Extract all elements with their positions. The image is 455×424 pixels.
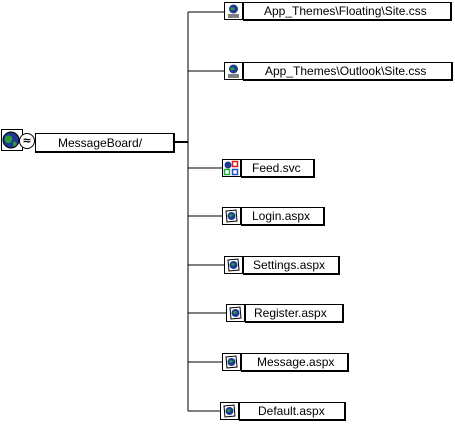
web-page-icon bbox=[226, 304, 245, 322]
node-label: App_Themes\Floating\Site.css bbox=[264, 4, 427, 18]
root-node-label: MessageBoard/ bbox=[58, 136, 143, 150]
web-page-icon bbox=[224, 256, 243, 274]
stylesheet-icon bbox=[224, 62, 243, 80]
service-icon bbox=[222, 159, 241, 177]
node-label: Login.aspx bbox=[252, 209, 311, 223]
node-box bbox=[245, 304, 344, 323]
node-label: Message.aspx bbox=[257, 355, 335, 369]
node-box bbox=[241, 207, 325, 226]
node-label: App_Themes\Outlook\Site.css bbox=[265, 64, 427, 78]
web-page-icon bbox=[220, 402, 239, 420]
web-folder-icon bbox=[1, 129, 23, 151]
collapse-icon[interactable]: ≈ bbox=[19, 133, 35, 149]
node-box bbox=[241, 159, 315, 178]
node-label: Settings.aspx bbox=[253, 258, 326, 272]
node-label: Default.aspx bbox=[258, 404, 325, 418]
web-page-icon bbox=[222, 353, 241, 371]
node-label: Feed.svc bbox=[252, 161, 301, 175]
node-box bbox=[241, 353, 349, 372]
node-label: Register.aspx bbox=[254, 306, 327, 320]
node-box bbox=[243, 2, 452, 21]
node-box bbox=[243, 62, 453, 81]
node-box bbox=[239, 402, 346, 421]
root-node-box bbox=[35, 133, 175, 153]
node-box bbox=[243, 256, 340, 275]
web-page-icon bbox=[222, 207, 241, 225]
stylesheet-icon bbox=[224, 2, 243, 20]
